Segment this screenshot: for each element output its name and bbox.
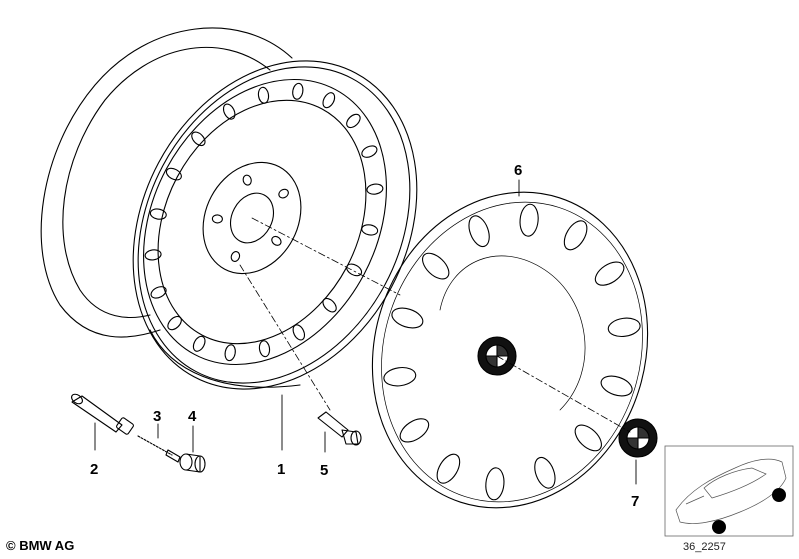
wheel-rim-bottom-detail bbox=[149, 329, 301, 388]
vent-hole bbox=[346, 263, 363, 277]
wheel-bolt[interactable] bbox=[317, 411, 362, 446]
car-rear-wheel-marker bbox=[712, 520, 726, 534]
vent-hole bbox=[191, 131, 206, 147]
wheel-cover-inner-arc bbox=[439, 255, 586, 411]
vent-hole bbox=[574, 424, 602, 452]
vent-hole bbox=[322, 92, 336, 109]
vent-hole bbox=[271, 235, 282, 246]
wheel-disc bbox=[143, 78, 387, 366]
vent-hole bbox=[292, 324, 306, 341]
vent-hole bbox=[534, 456, 556, 489]
vent-hole bbox=[211, 214, 223, 224]
callout-3: 3 bbox=[153, 408, 161, 425]
copyright-label: © BMW AG bbox=[6, 538, 75, 553]
diagram-reference-number: 36_2257 bbox=[683, 541, 726, 553]
callout-4: 4 bbox=[188, 408, 197, 425]
vent-hole bbox=[383, 366, 417, 387]
car-thumbnail-frame bbox=[664, 445, 794, 537]
vent-hole bbox=[165, 167, 182, 181]
vent-hole bbox=[222, 103, 236, 120]
vent-hole bbox=[278, 188, 289, 199]
tire-valve[interactable] bbox=[70, 392, 134, 435]
vent-hole bbox=[366, 183, 384, 195]
vent-hole bbox=[485, 467, 505, 501]
vent-hole bbox=[391, 307, 424, 329]
vent-hole bbox=[242, 174, 252, 186]
wheel-outer-rim bbox=[132, 60, 418, 390]
vent-hole bbox=[519, 203, 539, 237]
callout-2: 2 bbox=[90, 461, 98, 478]
steel-wheel[interactable] bbox=[40, 11, 472, 439]
vent-hole bbox=[257, 86, 270, 104]
wheel-cover-rim bbox=[381, 201, 643, 503]
vent-hole bbox=[361, 224, 379, 236]
leader-lines bbox=[94, 179, 637, 485]
callout-5: 5 bbox=[320, 462, 328, 479]
vent-hole bbox=[230, 251, 241, 262]
vent-hole bbox=[144, 249, 162, 261]
wheel-cover-outer bbox=[371, 191, 649, 509]
vent-hole bbox=[192, 335, 206, 352]
vent-hole bbox=[422, 252, 450, 280]
car-front-wheel-marker bbox=[772, 488, 786, 502]
vent-hole bbox=[399, 418, 430, 443]
car-thumbnail-icon[interactable] bbox=[664, 445, 794, 537]
valve-insert[interactable] bbox=[137, 435, 181, 463]
bmw-emblem[interactable] bbox=[618, 418, 658, 458]
wheel-vent-holes bbox=[144, 82, 384, 362]
vent-hole bbox=[361, 145, 378, 158]
callout-7: 7 bbox=[631, 493, 639, 510]
wheel-hub-ring bbox=[202, 161, 302, 275]
vent-hole bbox=[224, 344, 236, 362]
vent-hole bbox=[468, 215, 490, 248]
callout-1: 1 bbox=[277, 461, 285, 478]
wheel-cover[interactable] bbox=[332, 156, 688, 544]
callout-6: 6 bbox=[514, 162, 522, 179]
wheel-rear-barrel bbox=[40, 27, 293, 338]
wheel-cover-vents bbox=[383, 203, 641, 501]
vent-hole bbox=[607, 317, 641, 338]
valve-cap[interactable] bbox=[179, 453, 206, 473]
vent-hole bbox=[436, 453, 461, 484]
vent-hole bbox=[322, 297, 337, 313]
vent-hole bbox=[346, 113, 361, 129]
vent-hole bbox=[594, 261, 625, 286]
wheel-bolt-holes bbox=[211, 174, 289, 262]
vent-hole bbox=[167, 315, 182, 331]
assembly-axis-lines bbox=[239, 217, 631, 433]
wheel-disc-inner bbox=[157, 99, 367, 345]
wheel-rear-barrel-inner bbox=[62, 46, 271, 319]
vent-hole bbox=[292, 82, 304, 100]
vent-hole bbox=[600, 375, 633, 397]
callout-numbers: 1 2 3 4 5 6 7 bbox=[90, 162, 639, 510]
wheel-outer-rim-2 bbox=[137, 66, 411, 384]
vent-hole bbox=[149, 208, 167, 220]
vent-hole bbox=[150, 286, 167, 299]
vent-hole bbox=[563, 220, 588, 251]
vent-hole bbox=[258, 340, 271, 358]
car-outline bbox=[675, 458, 787, 524]
